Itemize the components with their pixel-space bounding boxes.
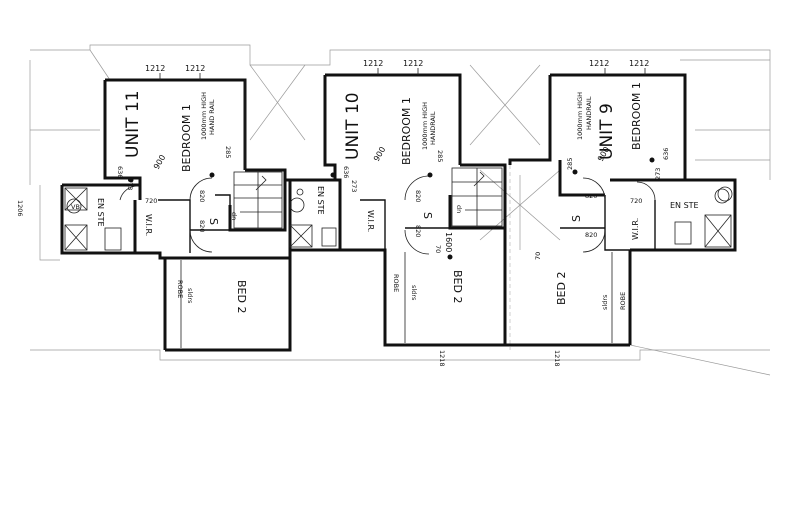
unit-9-title: UNIT 9 [597, 103, 617, 160]
unit-11-dim-900: 900 [152, 153, 167, 171]
unit-10-dim-820-b: 820 [414, 225, 422, 237]
unit-11-wir: W.I.R. [144, 214, 153, 236]
unit-10-dim-636: 636 [342, 166, 350, 178]
unit-11-bedroom-1: BEDROOM 1 [180, 104, 193, 172]
unit-11-dim-1206: 1206 [16, 200, 24, 217]
unit-9-dim-720: 720 [630, 197, 642, 205]
unit-9-bed-2: BED 2 [555, 272, 568, 305]
unit-11-dim-1212-b: 1212 [185, 64, 205, 73]
unit-10-dim-820-a: 820 [414, 190, 422, 202]
unit-10-ensuite: EN STE [316, 186, 325, 215]
unit-11-stair-s: S [207, 218, 220, 225]
unit-11-handrail-2: HAND RAIL [208, 99, 216, 135]
unit-10-dim-1218: 1218 [438, 350, 446, 367]
unit-11-exhaust-symbol: VB [71, 203, 80, 211]
unit-9-dim-285: 285 [566, 158, 574, 170]
unit-9-dim-820-a: 820 [585, 192, 597, 200]
dimension-ticks [128, 68, 655, 260]
unit-9-wir: W.I.R. [631, 218, 640, 240]
unit-9-dim-1218: 1218 [553, 350, 561, 367]
ground-floor-ghost-lines [29, 44, 771, 376]
unit-10-handrail-1: 1000mm HIGH [421, 102, 429, 150]
unit-9-dim-820-b: 820 [585, 231, 597, 239]
unit-11-labels: 1212 1212 UNIT 11 BEDROOM 1 1000mm HIGH … [16, 64, 248, 313]
unit-11-bed-2: BED 2 [235, 280, 248, 313]
unit-9-dim-1212-a: 1212 [589, 59, 609, 68]
unit-9-handrail-2: HANDRAIL [585, 96, 593, 130]
unit-9-dim-273: 273 [654, 168, 662, 180]
unit-9-robe: ROBE [619, 292, 627, 310]
unit-11-dim-1212-a: 1212 [145, 64, 165, 73]
unit-11-robe: ROBE [176, 280, 184, 298]
unit-11-dim-285: 285 [224, 146, 232, 158]
unit-10-robe: ROBE [392, 274, 400, 292]
unit-9-labels: 1212 1212 UNIT 9 BEDROOM 1 1000mm HIGH H… [534, 59, 733, 367]
unit-10-dim-1212-a: 1212 [363, 59, 383, 68]
unit-11-stair-dn: dn [230, 212, 238, 220]
unit-11-ensuite: EN STE [96, 198, 105, 227]
unit-10-labels: 1212 1212 UNIT 10 BEDROOM 1 1000mm HIGH … [316, 59, 464, 367]
unit-10-stair-s: S [421, 212, 434, 219]
unit-11-sldrs: sldrs [186, 288, 194, 304]
unit-9-sldrs: sldrs [601, 294, 609, 310]
unit-11-title: UNIT 11 [123, 90, 143, 158]
unit-9-dim-636: 636 [662, 148, 670, 160]
unit-9-handrail-1: 1000mm HIGH [576, 92, 584, 140]
unit-11-dim-820-a: 820 [198, 190, 206, 202]
unit-11-walls [60, 78, 292, 352]
unit-10-walls [285, 73, 507, 347]
unit-10-dim-273: 273 [350, 180, 358, 192]
unit-11-dim-273: 273 [126, 178, 134, 190]
unit-10-dim-1600: 1600 [444, 232, 453, 252]
unit-11-dim-636: 636 [116, 166, 124, 178]
unit-10-dim-285: 285 [436, 150, 444, 162]
unit-11-handrail-1: 1000mm HIGH [200, 92, 208, 140]
unit-10-dim-900: 900 [372, 145, 387, 163]
unit-10-bedroom-1: BEDROOM 1 [400, 97, 413, 165]
unit-9-stair-s: S [570, 215, 583, 222]
unit-10-stair-dn: dn [455, 205, 463, 213]
unit-10-sldrs: sldrs [410, 285, 418, 301]
unit-9-dim-70: 70 [534, 252, 542, 260]
unit-10-dim-70: 70 [434, 245, 442, 253]
unit-10-dim-1212-b: 1212 [403, 59, 423, 68]
unit-11-dim-820-b: 820 [198, 220, 206, 232]
unit-9-dim-1212-b: 1212 [629, 59, 649, 68]
unit-9-ensuite: EN STE [670, 201, 699, 210]
unit-10-bed-2: BED 2 [451, 270, 464, 303]
unit-9-bedroom-1: BEDROOM 1 [630, 82, 643, 150]
unit-9-walls [505, 73, 737, 347]
unit-10-handrail-2: HANDRAIL [429, 111, 437, 145]
unit-10-title: UNIT 10 [343, 92, 363, 160]
unit-10-wir: W.I.R. [366, 210, 375, 232]
unit-11-dim-720: 720 [145, 197, 157, 205]
